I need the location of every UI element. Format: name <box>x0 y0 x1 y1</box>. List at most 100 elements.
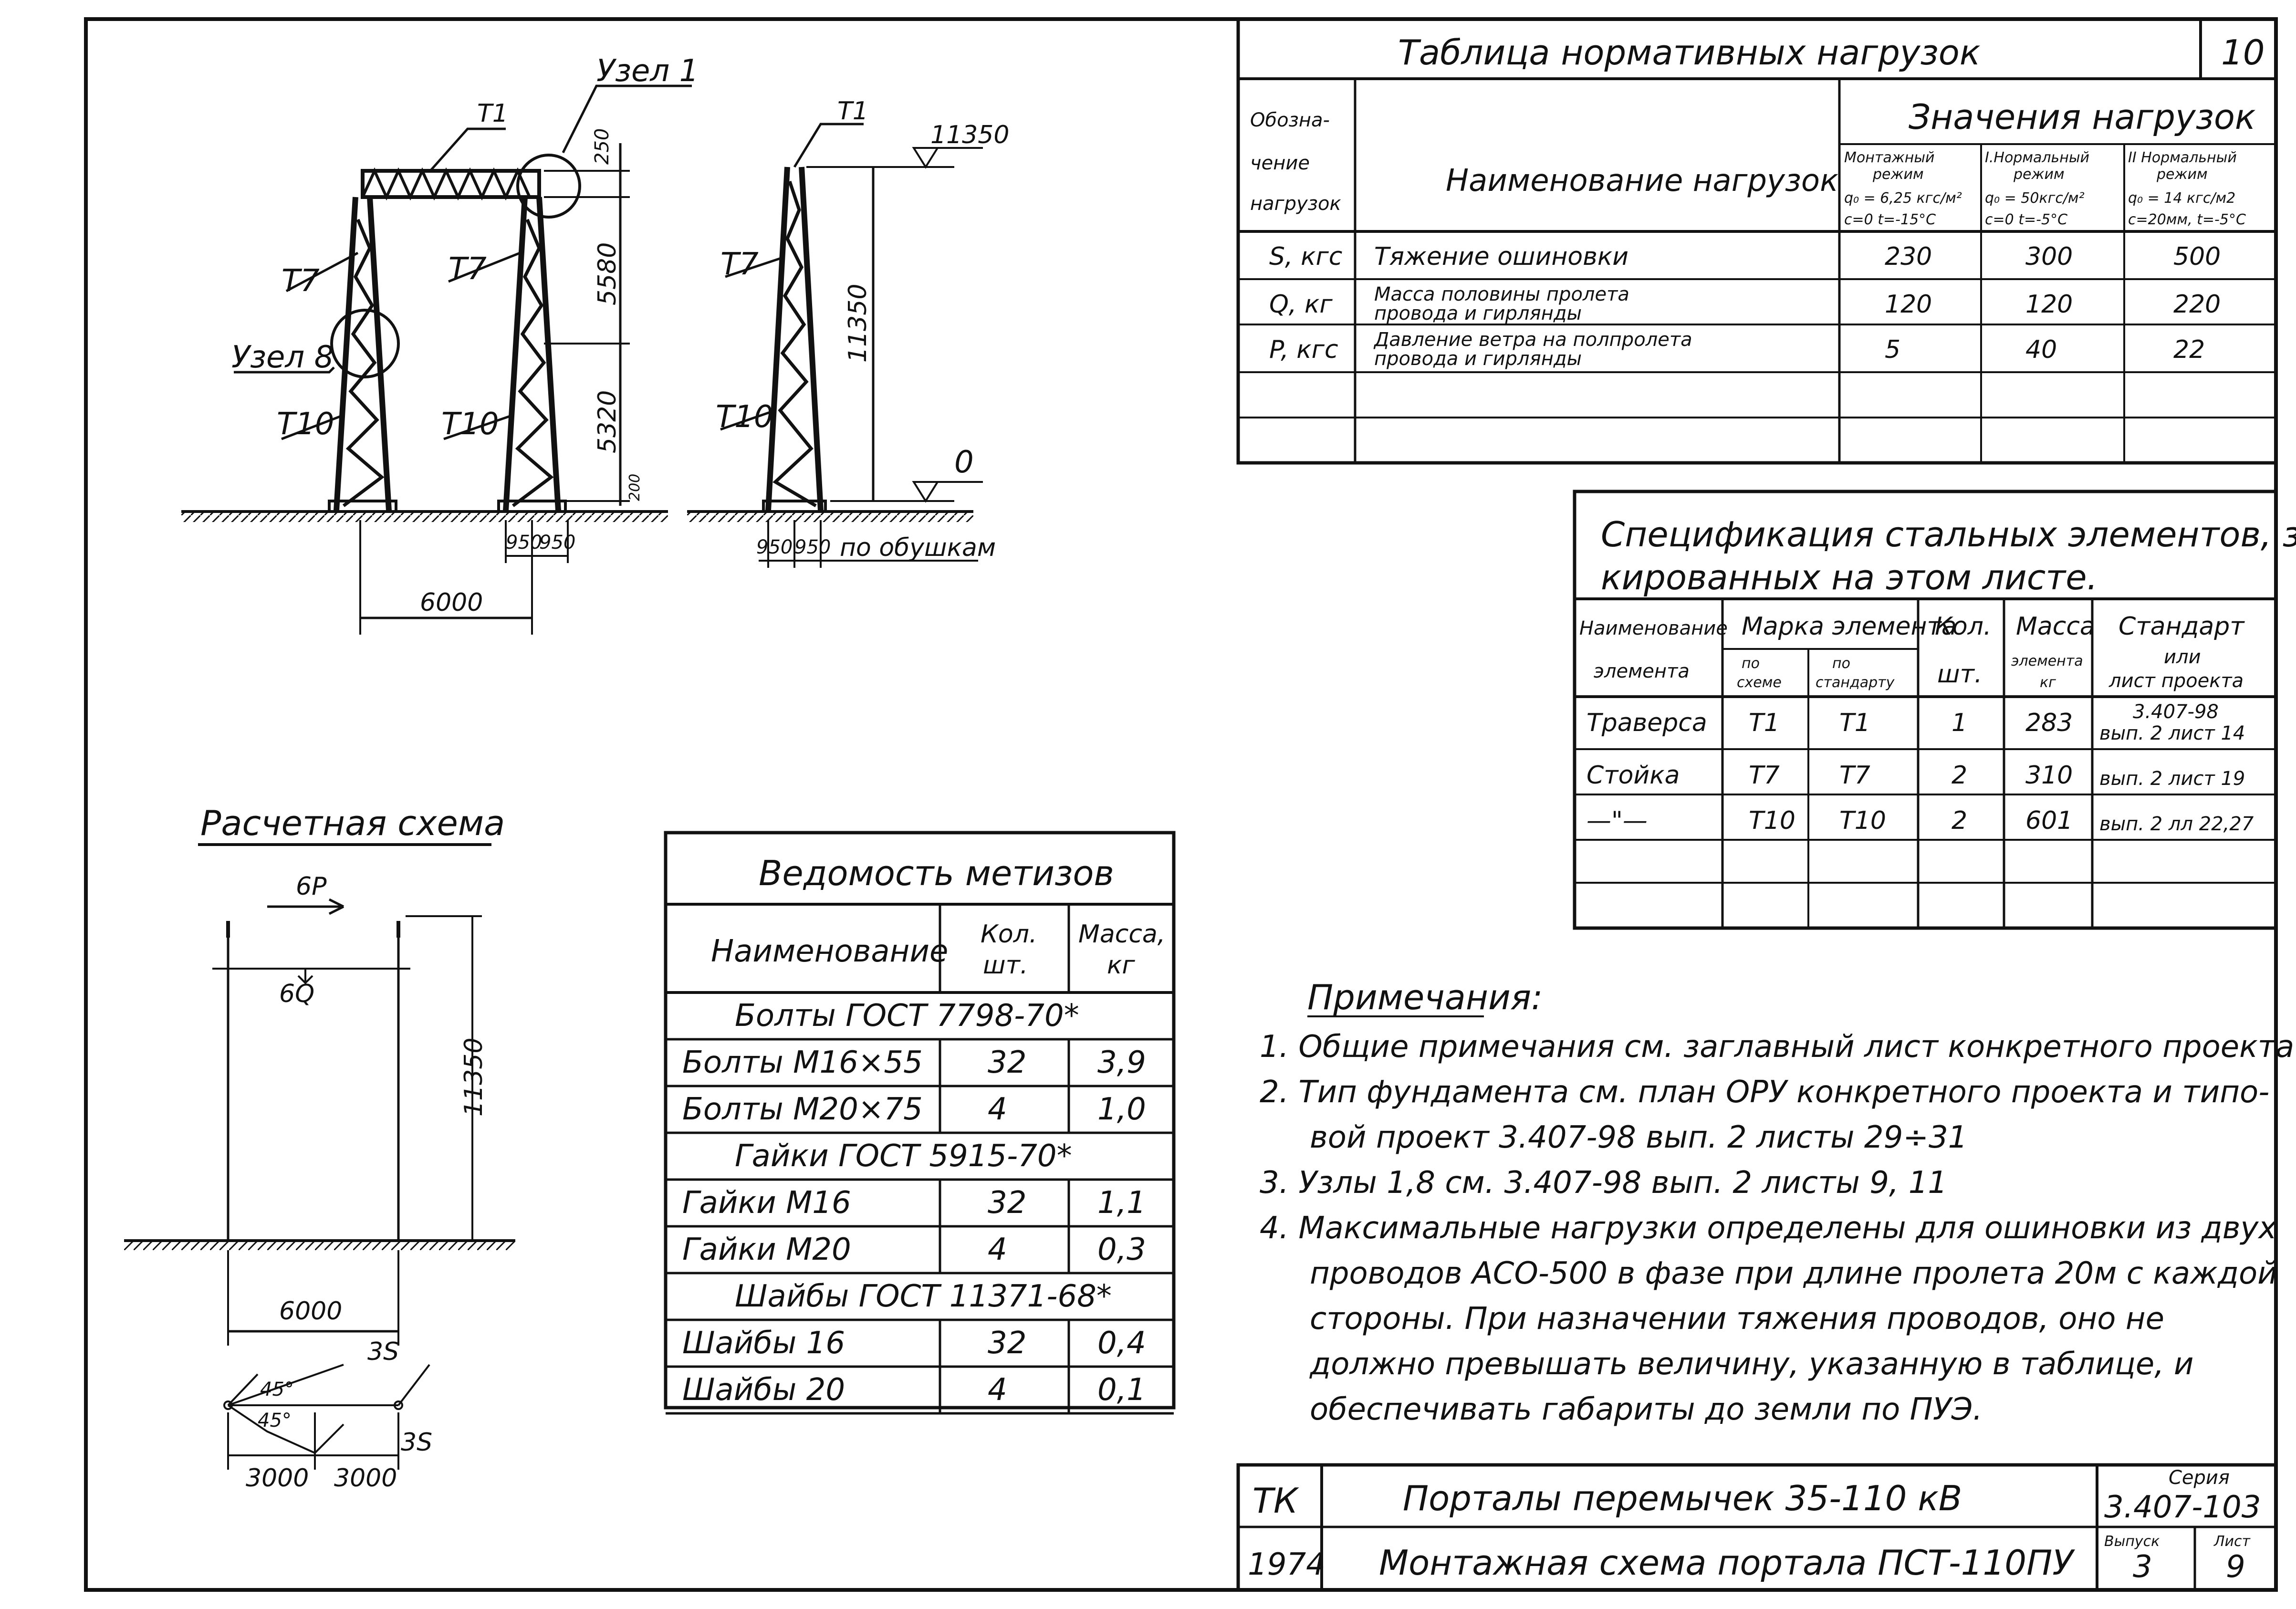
mode-1-line4: c=0 t=-5°C <box>1985 211 2067 228</box>
load-row-value: 300 <box>2025 242 2073 271</box>
mode-2-line2: режим <box>2156 166 2208 183</box>
spec-h-mass-2: элемента <box>2011 653 2083 669</box>
notes-heading: Примечания: <box>1307 977 1543 1017</box>
calc-span: 6000 <box>279 1297 342 1326</box>
note-line: 4. Максимальные нагрузки определены для … <box>1260 1211 2277 1246</box>
dim-250: 250 <box>591 128 613 165</box>
hardware-item-qty: 4 <box>988 1092 1007 1127</box>
load-row-value: 500 <box>2173 242 2221 271</box>
hardware-item-qty: 32 <box>988 1326 1026 1361</box>
spec-row-qty: 1 <box>1952 709 1967 737</box>
hardware-table <box>664 831 1176 1410</box>
t7-right-label: T7 <box>449 251 487 287</box>
mode-2-line1: II Нормальный <box>2128 149 2237 166</box>
load-row-name-2: провода и гирлянды <box>1374 303 1582 324</box>
dim-950b: 950 <box>539 532 575 554</box>
spec-h-mark-scheme-2: схеме <box>1737 674 1782 691</box>
spec-title-2: кированных на этом листе. <box>1601 557 2098 597</box>
sheet-value: 9 <box>2226 1549 2245 1585</box>
spec-h-qty-1: Кол. <box>1935 612 1992 641</box>
dim-950a: 950 <box>506 532 542 554</box>
hdr-designation-1: Обозна- <box>1250 109 1330 131</box>
spec-row-ref1: 3.407-98 <box>2133 701 2219 723</box>
hardware-item-qty: 32 <box>988 1185 1026 1221</box>
hardware-h-qty-2: шт. <box>983 951 1028 980</box>
mode-2-line3: q₀ = 14 кгс/м2 <box>2128 190 2235 207</box>
loads-sheet-number: 10 <box>2221 32 2265 73</box>
hardware-item-name: Шайбы 16 <box>682 1326 845 1361</box>
spec-row-standard: T1 <box>1839 709 1870 737</box>
spec-row-mass: 283 <box>2025 709 2073 737</box>
hardware-h-qty-1: Кол. <box>981 920 1037 949</box>
dim-3000b: 3000 <box>334 1464 397 1493</box>
level-zero: 0 <box>954 445 974 480</box>
spec-h-mark-std-1: по <box>1832 655 1850 672</box>
mode-1-line2: режим <box>2013 166 2065 183</box>
spec-h-std-1: Стандарт <box>2119 612 2245 641</box>
side-dim-950a: 950 <box>756 536 793 558</box>
spec-row-scheme: T7 <box>1749 761 1780 790</box>
spec-row-name: —"— <box>1586 806 1648 835</box>
node1-label: Узел 1 <box>596 53 699 89</box>
hardware-item-name: Гайки М16 <box>682 1185 851 1221</box>
spec-row-scheme: T10 <box>1749 806 1795 835</box>
note-line: обеспечивать габариты до земли по ПУЭ. <box>1310 1392 1983 1427</box>
spec-h-mark: Марка элемента <box>1742 612 1957 641</box>
portal-front-view <box>181 84 692 635</box>
series-label: Серия <box>2169 1467 2230 1489</box>
spec-row-name: Траверса <box>1586 709 1707 737</box>
spec-title-1: Спецификация стальных элементов, замар- <box>1601 514 2296 554</box>
hardware-item-qty: 32 <box>988 1045 1026 1080</box>
note-line: 1. Общие примечания см. заглавный лист к… <box>1260 1029 2294 1065</box>
hardware-group-title: Шайбы ГОСТ 11371-68* <box>735 1279 1112 1314</box>
hardware-item-name: Болты М20×75 <box>682 1092 923 1127</box>
hardware-group-title: Болты ГОСТ 7798-70* <box>735 998 1079 1034</box>
mode-0-line3: q₀ = 6,25 кгс/м² <box>1844 190 1962 207</box>
dim-3000a: 3000 <box>246 1464 309 1493</box>
hdr-load-name: Наименование нагрузок <box>1446 163 1838 199</box>
s-label: 3S <box>367 1337 399 1366</box>
calc-scheme <box>124 843 515 1470</box>
title-line-1: Порталы перемычек 35-110 кВ <box>1403 1478 1962 1518</box>
t7-left-label: T7 <box>282 263 320 299</box>
hardware-item-name: Гайки М20 <box>682 1232 851 1267</box>
hdr-designation-2: чение <box>1250 152 1310 174</box>
load-row-value: 5 <box>1885 335 1900 364</box>
dim-6000: 6000 <box>420 588 483 617</box>
spec-row-standard: T10 <box>1839 806 1886 835</box>
spec-row-name: Стойка <box>1586 761 1680 790</box>
load-row-value: 40 <box>2025 335 2057 364</box>
issue-label: Выпуск <box>2104 1533 2160 1550</box>
spec-h-qty-2: шт. <box>1937 660 1982 689</box>
calc-height: 11350 <box>459 1038 488 1117</box>
issue-value: 3 <box>2133 1549 2152 1585</box>
title-block <box>1236 1463 2278 1592</box>
loads-table <box>1236 17 2278 465</box>
calc-scheme-title: Расчетная схема <box>200 803 505 843</box>
load-row-value: 220 <box>2173 290 2221 319</box>
spec-row-qty: 2 <box>1952 806 1967 835</box>
note-line: должно превышать величину, указанную в т… <box>1309 1347 2193 1382</box>
hardware-title: Ведомость метизов <box>759 853 1114 893</box>
spec-table <box>1573 490 2278 930</box>
mode-2-line4: c=20мм, t=-5°C <box>2128 211 2246 228</box>
mode-0-line2: режим <box>1872 166 1924 183</box>
spec-h-mark-scheme-1: по <box>1742 655 1760 672</box>
hardware-item-mass: 1,1 <box>1097 1185 1146 1221</box>
hardware-h-mass-2: кг <box>1107 951 1135 980</box>
spec-row-qty: 2 <box>1952 761 1967 790</box>
hardware-item-qty: 4 <box>988 1372 1007 1408</box>
t10-label-side: T10 <box>716 399 773 435</box>
spec-h-std-2: или <box>2164 646 2201 668</box>
t1-label-side: T1 <box>837 97 868 125</box>
angle-2: 45° <box>258 1410 292 1431</box>
t10-right-label: T10 <box>441 407 499 442</box>
by-flanges: по обушкам <box>840 533 996 562</box>
load-row-designation: P, кгс <box>1269 335 1338 364</box>
spec-h-name-1: Наименование <box>1579 617 1728 639</box>
mode-0-line1: Монтажный <box>1844 149 1935 166</box>
hardware-item-name: Шайбы 20 <box>682 1372 845 1408</box>
side-dim-950b: 950 <box>794 536 831 558</box>
hardware-group-title: Гайки ГОСТ 5915-70* <box>735 1139 1072 1174</box>
